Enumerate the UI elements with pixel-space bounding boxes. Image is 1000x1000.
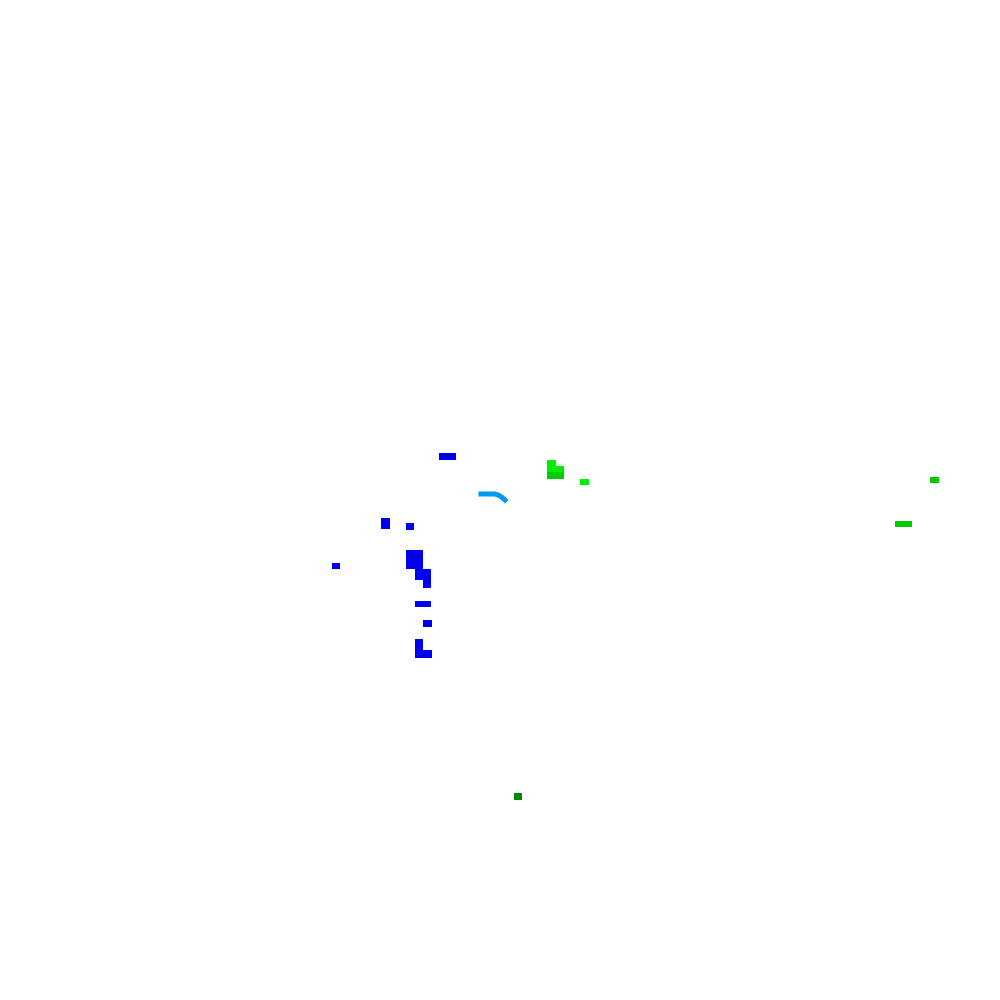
green-fragment-4 <box>580 479 589 485</box>
blue-fragment-left-2 <box>406 523 414 530</box>
green-fragment-3 <box>547 472 564 479</box>
blue-fragment-block-2 <box>415 569 431 580</box>
dark-green-fragment <box>514 793 522 800</box>
green-fragment-1 <box>547 460 556 468</box>
blue-fragment-small <box>423 620 432 627</box>
blue-fragment-block-3 <box>423 579 431 588</box>
blue-fragment-far-left <box>332 563 340 569</box>
blue-fragment-left-1 <box>381 518 390 529</box>
blue-fragment-top <box>439 453 456 460</box>
blue-fragment-bottom-1 <box>415 639 423 651</box>
green-fragment-right-2 <box>895 521 912 527</box>
blue-fragment-dash <box>415 601 431 607</box>
green-fragment-2 <box>547 466 564 473</box>
blue-fragment-block-1 <box>406 550 423 569</box>
blue-fragment-bottom-2 <box>415 650 432 658</box>
green-fragment-right-1 <box>930 477 939 483</box>
light-blue-stroke <box>478 491 509 504</box>
